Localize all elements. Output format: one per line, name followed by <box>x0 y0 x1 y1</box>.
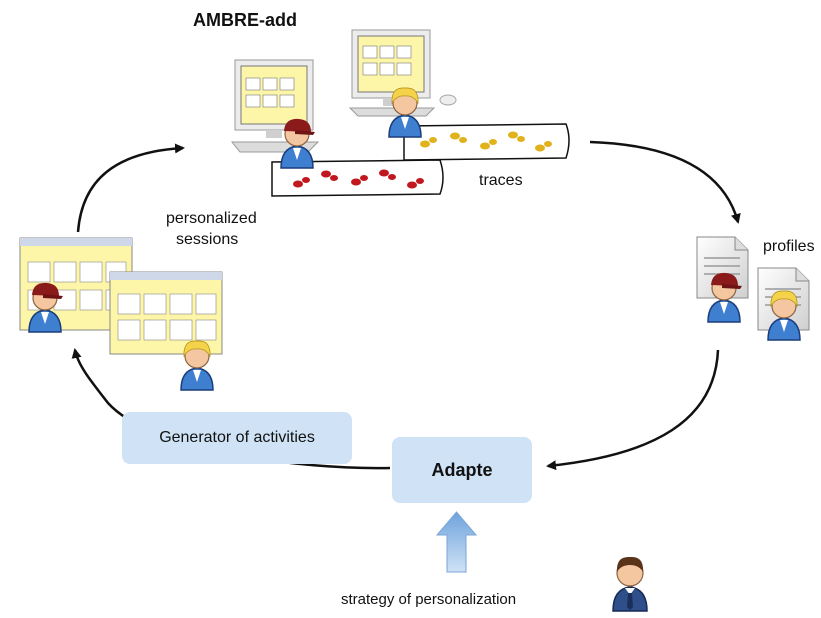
user-red-cap-icon <box>707 272 742 323</box>
user-red-cap-icon <box>28 282 63 333</box>
user-red-cap-icon <box>280 118 315 169</box>
generator-of-activities-box: Generator of activities <box>122 412 352 464</box>
generator-label: Generator of activities <box>159 429 315 446</box>
user-blonde-icon <box>180 340 214 391</box>
personalized-label: personalized <box>166 210 257 227</box>
diagram-title: AMBRE-add <box>193 10 297 30</box>
profiles-label: profiles <box>763 238 815 255</box>
sessions-label: sessions <box>176 231 239 248</box>
gold-traces-tape <box>403 123 570 161</box>
teacher-icon <box>612 556 648 612</box>
up-arrow-icon <box>435 511 478 573</box>
arrow-traces-to-profiles <box>589 140 741 224</box>
user-blonde-icon <box>767 290 801 341</box>
red-traces-tape <box>271 159 444 197</box>
traces-label: traces <box>479 172 523 189</box>
arrow-sessions-to-ambre <box>76 143 185 233</box>
session-screen <box>109 271 223 355</box>
adapte-label: Adapte <box>431 459 493 480</box>
computer-icon <box>348 29 457 117</box>
strategy-label: strategy of personalization <box>341 591 517 608</box>
adapte-box: Adapte <box>392 437 532 503</box>
user-blonde-icon <box>388 87 422 138</box>
arrow-profiles-to-adapte <box>546 349 720 471</box>
